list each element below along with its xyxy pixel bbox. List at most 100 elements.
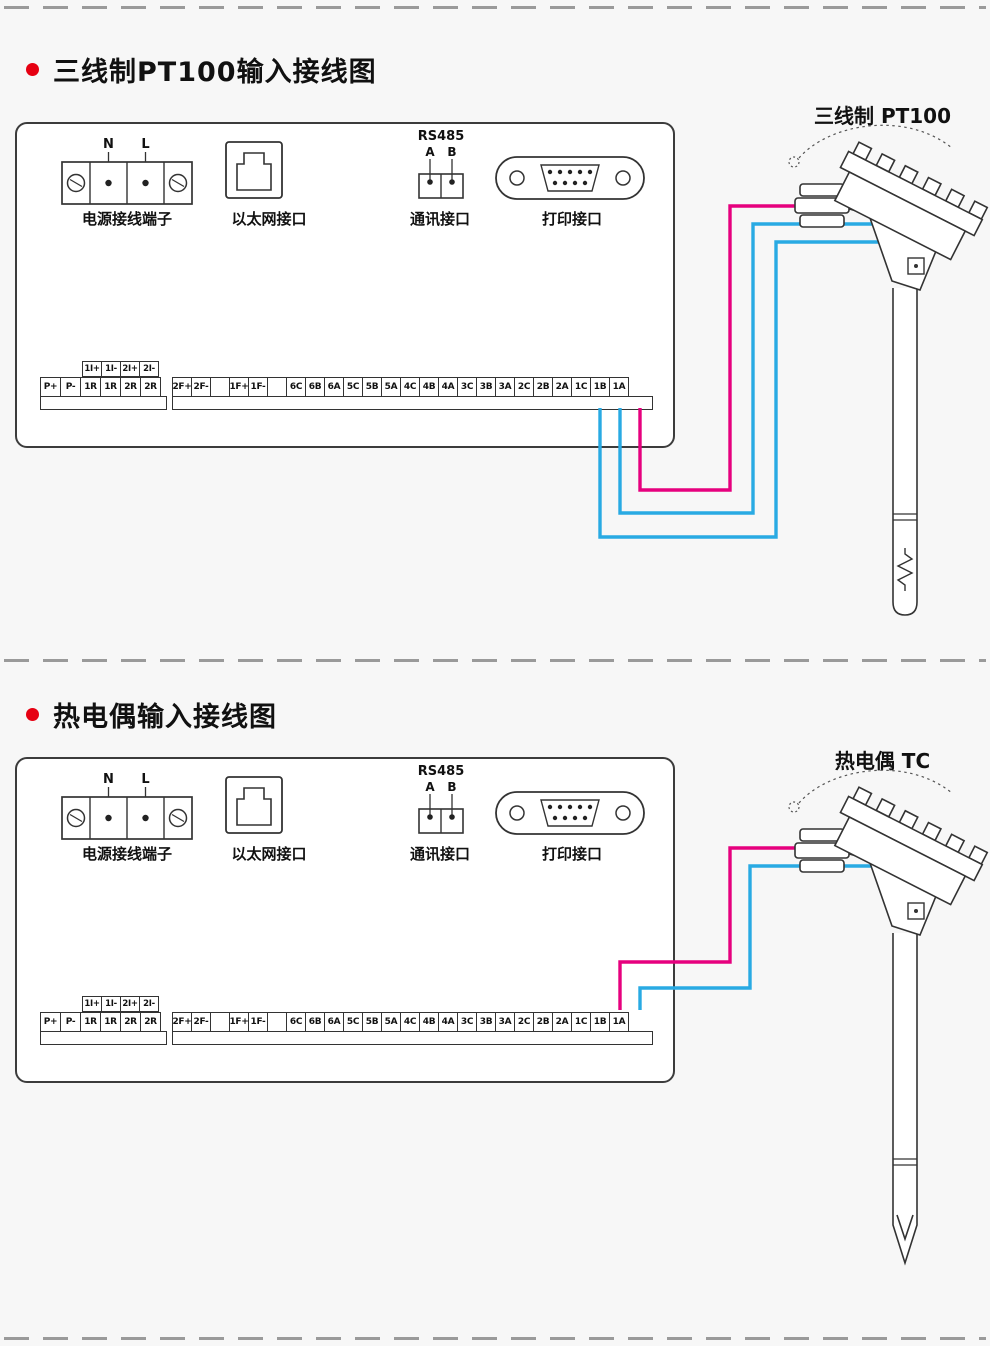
terminal-1F-: 1F-	[248, 377, 268, 397]
hex-nut-icon	[794, 183, 850, 228]
terminal-1B: 1B	[590, 377, 610, 397]
terminal-dot	[449, 179, 455, 185]
terminal-6B: 6B	[305, 1012, 325, 1032]
terminal-dot	[142, 814, 149, 822]
screw-icon	[66, 808, 86, 828]
terminal-dot	[105, 814, 112, 822]
label-rs485: RS485	[418, 129, 465, 144]
dotted-outline	[798, 124, 953, 159]
rs485-terminal-block: RS485 A B	[418, 129, 465, 199]
power-terminal-label: 电源接线端子	[81, 210, 172, 228]
dsub9-pins	[547, 169, 593, 186]
mount-hole-icon	[615, 805, 631, 821]
bullet-icon	[26, 63, 39, 76]
terminal-2F-: 2F-	[191, 377, 211, 397]
terminal-5B: 5B	[362, 377, 382, 397]
terminal-3C: 3C	[457, 1012, 477, 1032]
terminal-4C: 4C	[400, 377, 420, 397]
ethernet-label: 以太网接口	[231, 210, 307, 228]
terminal-1I-: 1I-	[101, 361, 121, 377]
comm-label: 通讯接口	[409, 845, 470, 863]
terminal-1R: 1R	[80, 377, 101, 397]
terminal-2B: 2B	[533, 377, 553, 397]
terminal-head	[833, 141, 989, 261]
terminal-2A: 2A	[552, 377, 572, 397]
terminal-6C: 6C	[286, 1012, 306, 1032]
terminal-2I+: 2I+	[120, 996, 140, 1012]
terminal-2C: 2C	[514, 1012, 534, 1032]
terminal-1C: 1C	[571, 1012, 591, 1032]
left-terminal-bar	[40, 1031, 167, 1045]
terminal-5C: 5C	[343, 377, 363, 397]
terminal-6A: 6A	[324, 1012, 344, 1032]
terminal-dot	[142, 179, 149, 187]
terminal-2F+: 2F+	[172, 1012, 192, 1032]
ethernet-port	[225, 141, 283, 199]
terminal-4A: 4A	[438, 377, 458, 397]
neck-fitting	[907, 902, 925, 920]
power-terminal-block: N L	[61, 137, 193, 205]
terminal-3C: 3C	[457, 377, 477, 397]
mount-hole-icon	[615, 170, 631, 186]
terminal-dot	[427, 814, 433, 820]
section-title: 三线制PT100输入接线图	[53, 57, 377, 88]
label-pin-b: B	[447, 780, 456, 794]
power-terminal-label: 电源接线端子	[81, 845, 172, 863]
terminal-2B: 2B	[533, 1012, 553, 1032]
sensor-label: 三线制 PT100	[813, 104, 951, 128]
terminal-5A: 5A	[381, 1012, 401, 1032]
probe-sheath	[892, 933, 918, 1266]
ethernet-port	[225, 776, 283, 834]
bottom-dashed-border	[4, 1337, 986, 1340]
rs485-block-drawing	[418, 159, 464, 199]
sensor-pt100	[788, 124, 989, 616]
label-pin-a: A	[425, 780, 435, 794]
rj45-icon	[236, 787, 272, 826]
terminal-2I-: 2I-	[139, 361, 159, 377]
terminal-dot	[105, 179, 112, 187]
terminal-1B: 1B	[590, 1012, 610, 1032]
label-line-n: N	[103, 137, 114, 152]
terminal-1R: 1R	[100, 1012, 121, 1032]
terminal-2F-: 2F-	[191, 1012, 211, 1032]
sensor-tc	[788, 769, 989, 1266]
terminal-2I-: 2I-	[139, 996, 159, 1012]
terminal-2I+: 2I+	[120, 361, 140, 377]
terminal-5B: 5B	[362, 1012, 382, 1032]
terminal-P-: P-	[60, 1012, 81, 1032]
terminal-1I+: 1I+	[82, 361, 102, 377]
terminal-3B: 3B	[476, 1012, 496, 1032]
comm-label: 通讯接口	[409, 210, 470, 228]
terminal-1I-: 1I-	[101, 996, 121, 1012]
terminal-1F+: 1F+	[229, 1012, 249, 1032]
terminal-2R: 2R	[140, 1012, 161, 1032]
section-divider-dashed	[4, 659, 986, 662]
terminal-blank	[267, 1012, 287, 1032]
dotted-gland-circle	[788, 801, 800, 813]
aux-terminal-strip: 1I+1I-2I+2I-	[82, 361, 159, 377]
terminal-4C: 4C	[400, 1012, 420, 1032]
terminal-blank	[210, 377, 230, 397]
printer-port	[495, 791, 645, 835]
screw-icon	[168, 808, 188, 828]
power-block-drawing	[61, 152, 193, 205]
rs485-block-drawing	[418, 794, 464, 834]
terminal-1F+: 1F+	[229, 377, 249, 397]
printer-label: 打印接口	[541, 210, 602, 228]
terminal-blank	[267, 377, 287, 397]
rtd-element-icon	[896, 548, 914, 591]
mount-hole-icon	[509, 170, 525, 186]
terminal-4A: 4A	[438, 1012, 458, 1032]
terminal-6C: 6C	[286, 377, 306, 397]
hex-nut-icon	[794, 828, 850, 873]
terminal-1A: 1A	[609, 377, 629, 397]
section-heading: 热电偶输入接线图	[26, 695, 277, 734]
label-line-l: L	[141, 137, 149, 152]
terminal-3A: 3A	[495, 1012, 515, 1032]
label-pin-a: A	[425, 145, 435, 159]
recorder-panel: N L	[15, 122, 675, 448]
io-terminal-bar	[172, 1031, 653, 1045]
mount-hole-icon	[509, 805, 525, 821]
